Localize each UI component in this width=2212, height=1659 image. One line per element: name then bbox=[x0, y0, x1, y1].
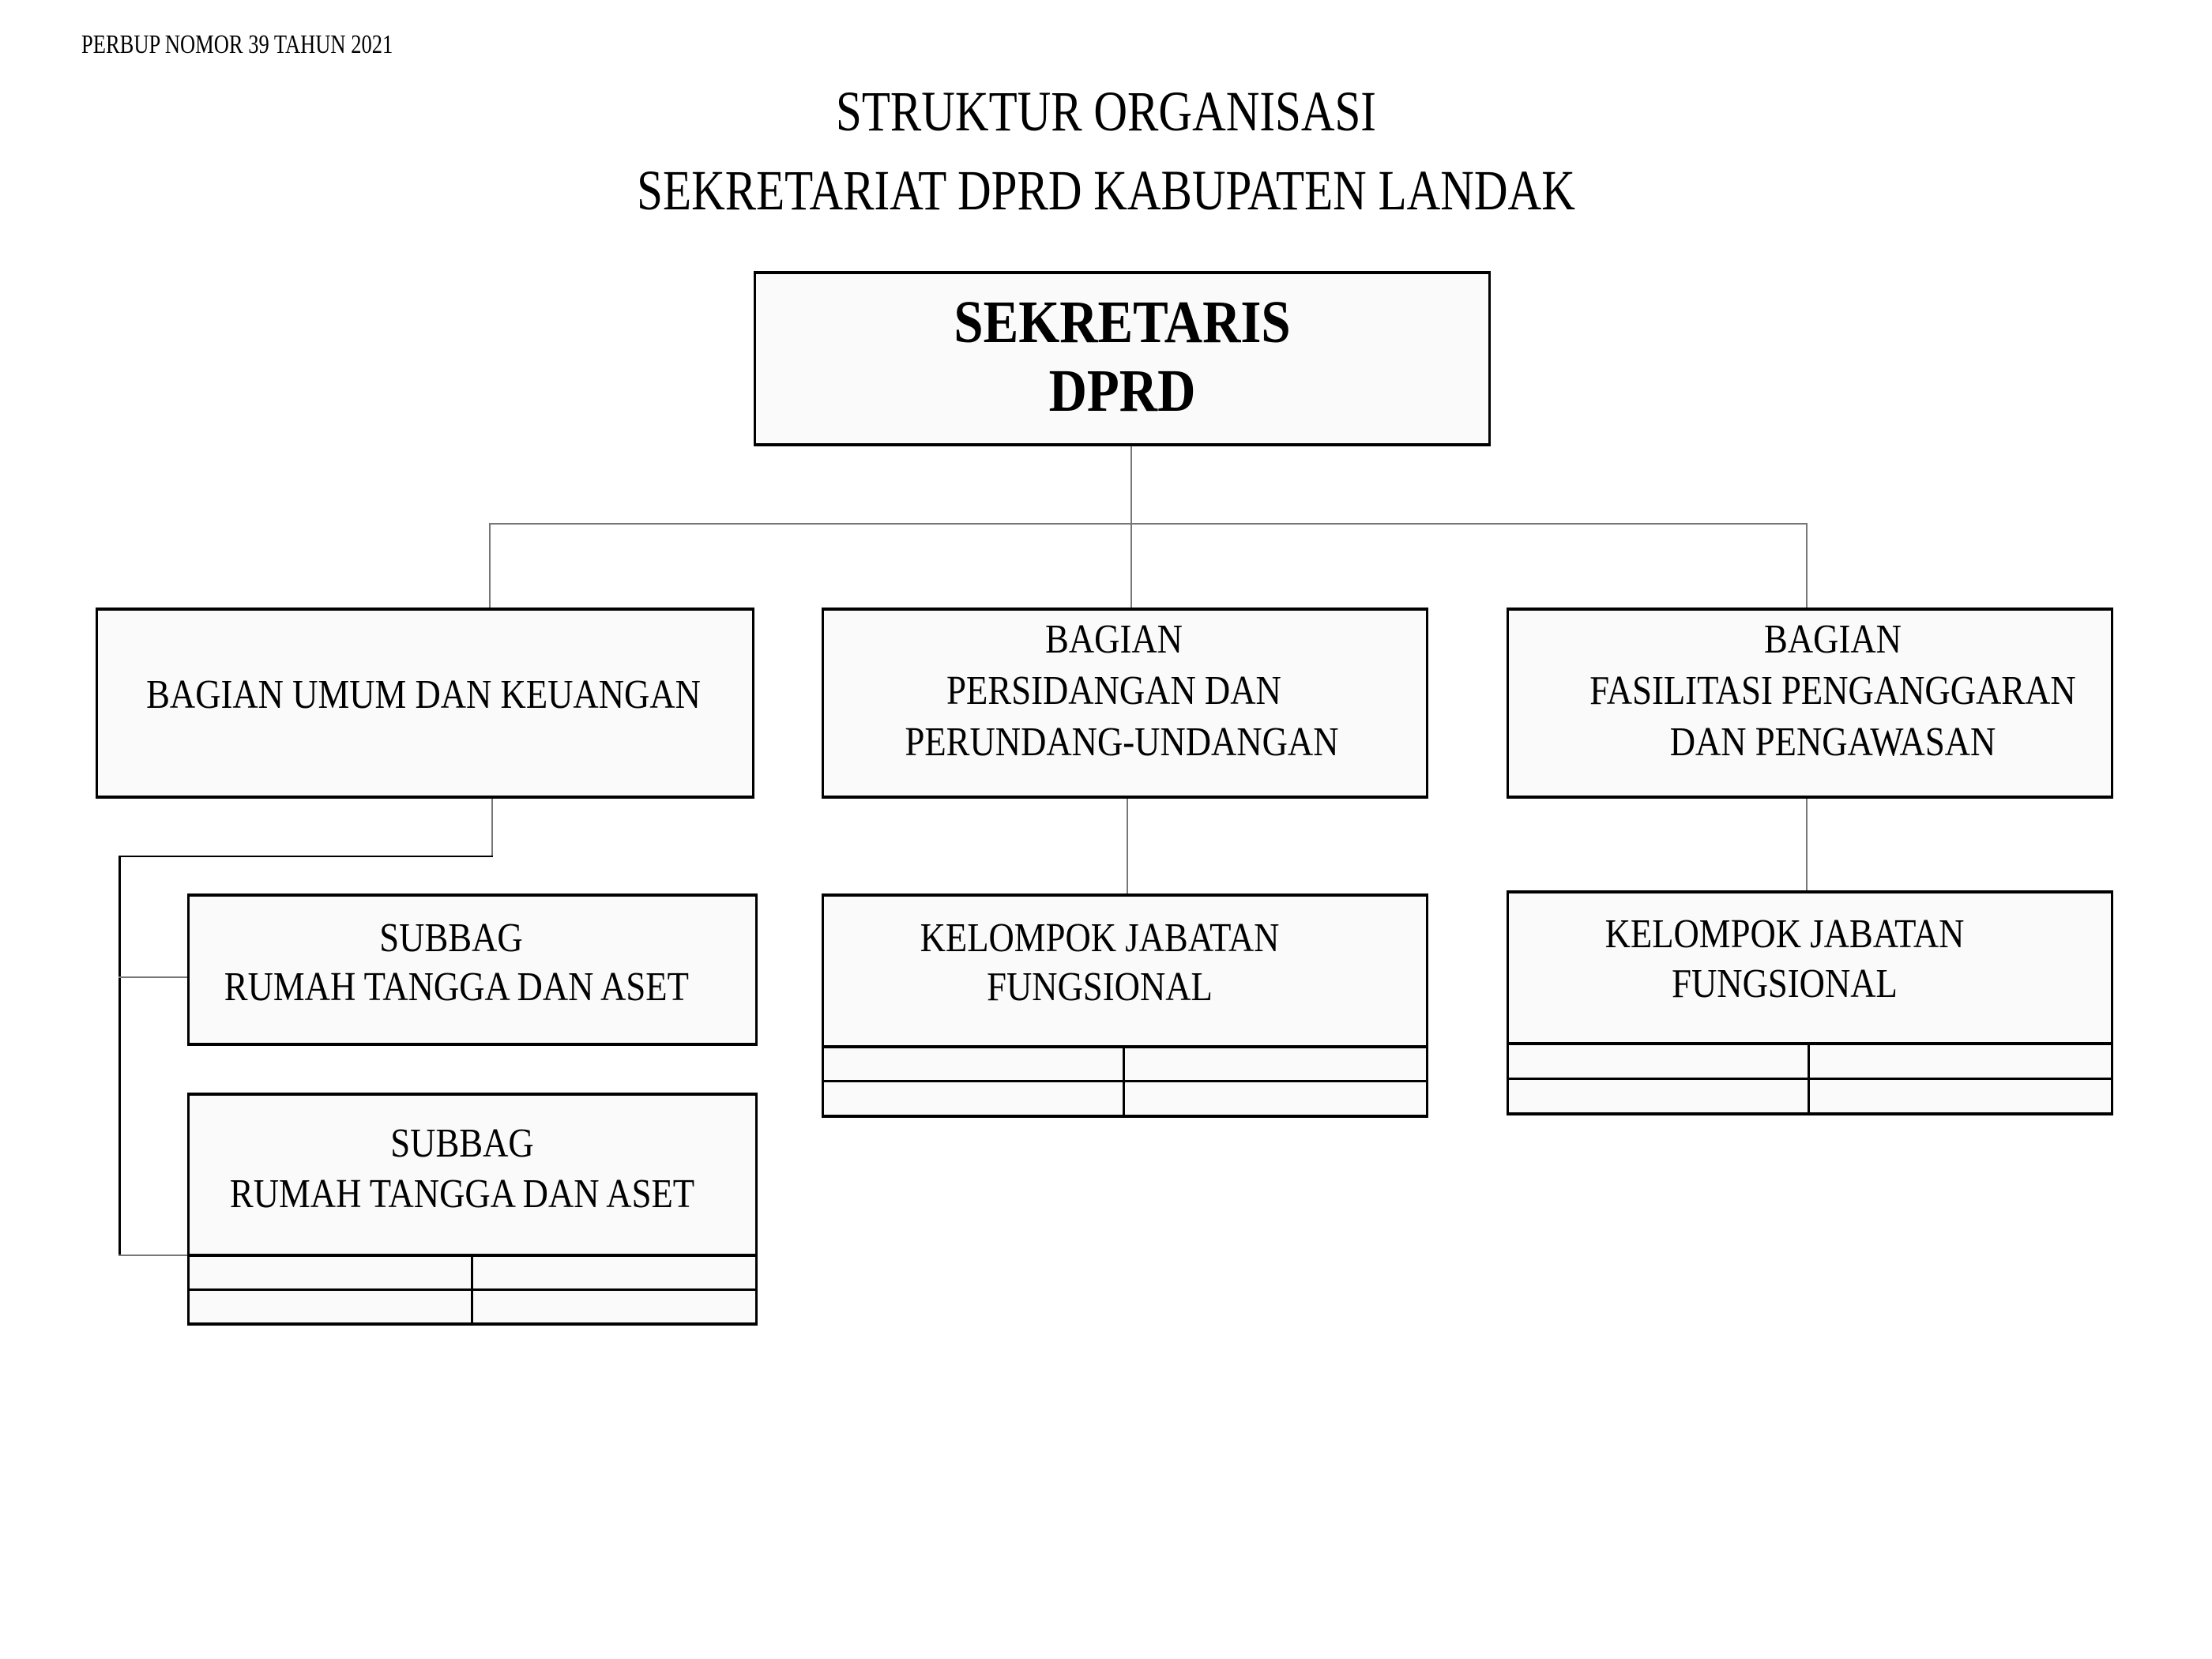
root-box-sekretaris bbox=[754, 271, 1491, 446]
functional2-table-cell bbox=[1808, 1043, 2113, 1080]
functional-group-box-2 bbox=[1507, 890, 2113, 1045]
connector-dept2-down bbox=[1127, 799, 1128, 893]
subbag1-line2: RUMAH TANGGA DAN ASET bbox=[224, 965, 689, 1010]
subbag2-line1: SUBBAG bbox=[390, 1121, 534, 1166]
functional1-table-cell bbox=[1123, 1046, 1428, 1082]
functional1-line1: KELOMPOK JABATAN bbox=[920, 916, 1280, 961]
functional1-line2: FUNGSIONAL bbox=[987, 965, 1213, 1010]
connector-dept1-down bbox=[491, 799, 493, 857]
connector-dept3 bbox=[1806, 523, 1808, 608]
root-line1: SEKRETARIS bbox=[954, 289, 1291, 356]
dept2-line2: PERSIDANGAN DAN bbox=[946, 668, 1281, 713]
functional2-table-cell bbox=[1507, 1043, 1810, 1080]
dept2-line3: PERUNDANG-UNDANGAN bbox=[905, 720, 1339, 765]
dept1-line1: BAGIAN UMUM DAN KEUANGAN bbox=[146, 672, 701, 717]
regulation-reference: PERBUP NOMOR 39 TAHUN 2021 bbox=[81, 30, 393, 59]
functional1-table-cell bbox=[822, 1080, 1125, 1118]
subbag2-line2: RUMAH TANGGA DAN ASET bbox=[229, 1172, 695, 1217]
functional2-table-cell bbox=[1507, 1078, 1810, 1115]
connector-dept1-branch bbox=[118, 856, 493, 857]
page-title-line1: STRUKTUR ORGANISASI bbox=[836, 80, 1376, 143]
subbag2-table-cell bbox=[187, 1288, 473, 1326]
functional2-table-cell bbox=[1808, 1078, 2113, 1115]
subbag-box-1 bbox=[187, 893, 758, 1046]
connector-dept3-down bbox=[1806, 799, 1808, 890]
subbag-box-2 bbox=[187, 1093, 758, 1257]
subbag2-table-cell bbox=[187, 1255, 473, 1291]
dept-box-umum-keuangan bbox=[96, 608, 754, 799]
functional1-table-cell bbox=[822, 1046, 1125, 1082]
connector-dept1 bbox=[489, 523, 491, 608]
connector-subbag1 bbox=[118, 976, 188, 978]
subbag2-table-cell bbox=[471, 1288, 758, 1326]
page-title-line2: SEKRETARIAT DPRD KABUPATEN LANDAK bbox=[637, 159, 1575, 222]
connector-subbag2 bbox=[118, 1255, 188, 1256]
functional1-table-cell bbox=[1123, 1080, 1428, 1118]
dept3-line1: BAGIAN bbox=[1764, 617, 1902, 662]
subbag1-line1: SUBBAG bbox=[379, 916, 523, 961]
connector-subbag-spine bbox=[118, 856, 121, 1256]
dept3-line3: DAN PENGAWASAN bbox=[1669, 720, 1996, 765]
functional-group-box-1 bbox=[822, 893, 1428, 1048]
dept2-line1: BAGIAN bbox=[1045, 617, 1183, 662]
functional2-line1: KELOMPOK JABATAN bbox=[1604, 912, 1965, 957]
connector-horizontal bbox=[489, 523, 1808, 525]
connector-root-down bbox=[1130, 446, 1132, 608]
dept3-line2: FASILITASI PENGANGGARAN bbox=[1589, 668, 2076, 713]
root-line2: DPRD bbox=[1048, 358, 1196, 424]
dept-box-fasilitasi bbox=[1507, 608, 2113, 799]
dept-box-persidangan bbox=[822, 608, 1428, 799]
subbag2-table-cell bbox=[471, 1255, 758, 1291]
functional2-line2: FUNGSIONAL bbox=[1672, 961, 1898, 1006]
